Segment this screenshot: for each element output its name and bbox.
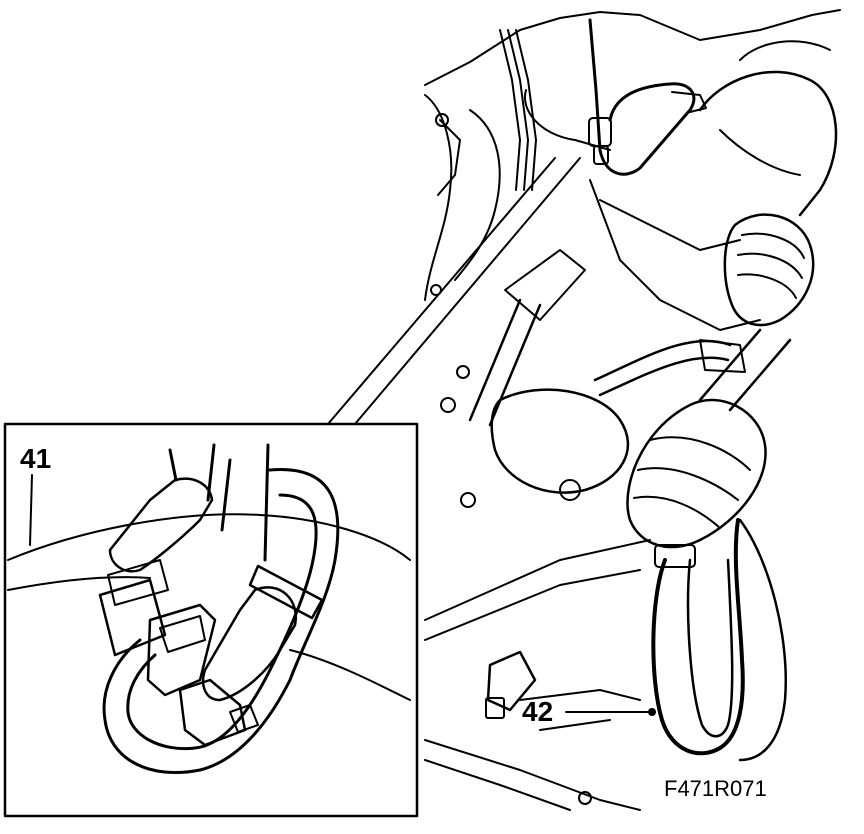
body-panel-edge xyxy=(589,179,761,331)
left-housing-detail xyxy=(437,119,461,196)
lower-hose-clamp xyxy=(654,544,696,568)
detail-frame xyxy=(3,422,419,818)
left-housing-inner xyxy=(454,109,501,281)
bracket-top-right xyxy=(671,91,707,113)
floor-panel-detail xyxy=(519,689,641,731)
lower-hose-loop xyxy=(651,518,745,756)
sensor-bracket xyxy=(486,650,537,712)
callout-42: 42 xyxy=(522,696,554,727)
steering-rack-body xyxy=(490,388,630,494)
housing-bolt xyxy=(440,397,456,413)
engine-bay-scene xyxy=(424,9,841,811)
cv-boot-upper xyxy=(723,213,815,327)
floor-panel-edge xyxy=(424,759,571,811)
rack-mount-bolt xyxy=(559,479,581,501)
inset-fitting-right-ring xyxy=(248,564,324,620)
detail-inset xyxy=(3,422,419,818)
drive-shaft xyxy=(698,328,792,412)
upper-frame-contour xyxy=(424,9,841,86)
sensor-connector xyxy=(485,697,505,719)
housing-bolt xyxy=(435,113,449,127)
hose-loop-top-inner xyxy=(523,89,611,151)
crossmember-edge xyxy=(424,539,651,641)
detail-pointer xyxy=(327,157,581,425)
hose-clip-top xyxy=(593,145,609,165)
lower-hose-loop-inner xyxy=(686,558,734,738)
body-panel-edge xyxy=(599,199,741,251)
tie-rod-joint xyxy=(504,249,586,321)
tie-rod xyxy=(468,298,542,427)
inset-panel-curve xyxy=(7,576,151,591)
floor-panel-edge xyxy=(424,739,641,811)
lower-hose-loop-outer xyxy=(738,518,787,762)
inset-clip-small xyxy=(229,704,259,733)
leader-dot-42 xyxy=(648,708,656,716)
housing-bolt xyxy=(430,284,442,296)
inset-hose-loop-inner xyxy=(126,493,318,751)
floor-bolt xyxy=(578,791,592,805)
hose-loop-top xyxy=(588,18,696,176)
inset-fitting-left-ring xyxy=(107,559,169,606)
figure-code: F471R071 xyxy=(664,776,767,801)
upper-arm-detail xyxy=(719,40,831,176)
inset-connector-block xyxy=(146,603,217,697)
coolant-pipe-fitting xyxy=(699,339,746,373)
inset-panel-curve xyxy=(7,513,411,561)
leader-line-41 xyxy=(29,474,33,546)
housing-bolt xyxy=(456,365,470,379)
inset-fitting-left-collar xyxy=(98,578,167,657)
inset-hose-loop xyxy=(102,468,340,775)
inset-panel-curve xyxy=(289,649,411,701)
inset-connector-latch xyxy=(159,615,206,653)
inset-fitting-right xyxy=(201,586,298,702)
wiring-bundle xyxy=(499,29,537,191)
inset-fitting-left xyxy=(108,477,214,573)
upper-arm-assembly xyxy=(698,70,838,217)
inset-hose-upper-right xyxy=(220,443,270,562)
cv-boot-lower-ribs xyxy=(633,436,751,529)
cv-boot-lower xyxy=(626,398,767,549)
rack-mount-bolt xyxy=(460,492,476,508)
cv-boot-ribs xyxy=(737,232,805,299)
callout-41: 41 xyxy=(20,443,52,474)
